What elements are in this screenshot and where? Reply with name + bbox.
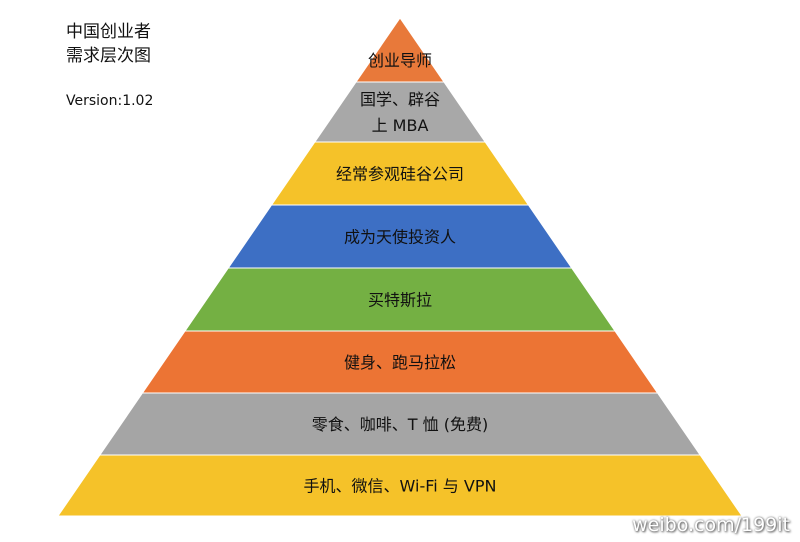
title-line-2: 需求层次图 [66,46,151,66]
pyramid-level-label: 成为天使投资人 [344,228,456,247]
pyramid-level-6: 健身、跑马拉松 [141,330,659,394]
version-label: Version:1.02 [66,93,154,109]
pyramid-level-label: 国学、辟谷 [360,90,440,109]
pyramid-level-band [355,17,445,83]
diagram-title: 中国创业者 需求层次图 [66,20,151,68]
pyramid-level-band [57,454,743,517]
pyramid-level-5: 买特斯拉 [184,267,616,332]
pyramid-level-3: 经常参观硅谷公司 [270,141,530,206]
pyramid-level-8: 手机、微信、Wi-Fi 与 VPN [57,454,743,517]
pyramid-level-label: 经常参观硅谷公司 [336,165,464,184]
pyramid-level-label: 创业导师 [368,51,432,70]
pyramid-level-4: 成为天使投资人 [227,204,573,269]
pyramid-level-label: 零食、咖啡、T 恤 (免费) [312,415,488,434]
pyramid-level-2: 国学、辟谷上 MBA [313,81,487,143]
title-line-1: 中国创业者 [66,22,151,42]
pyramid-level-label: 上 MBA [372,116,429,135]
pyramid-level-1: 创业导师 [355,17,445,83]
pyramid-level-label: 健身、跑马拉松 [344,353,456,372]
pyramid-level-label: 手机、微信、Wi-Fi 与 VPN [304,477,497,496]
pyramid-level-label: 买特斯拉 [368,291,432,310]
pyramid-level-7: 零食、咖啡、T 恤 (免费) [98,392,702,456]
watermark: weibo.com/199it [632,514,790,536]
